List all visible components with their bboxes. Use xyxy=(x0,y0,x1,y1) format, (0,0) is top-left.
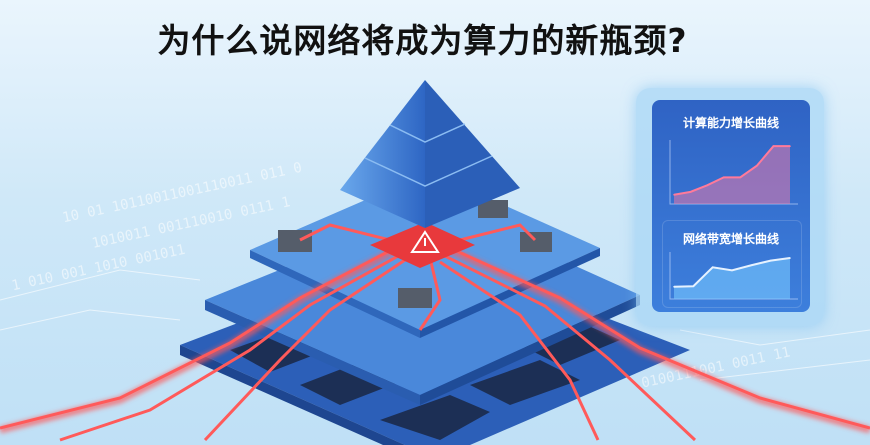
warning-icon xyxy=(410,230,440,253)
chart-point xyxy=(673,285,675,288)
bandwidth-chart-frame xyxy=(662,220,802,308)
chart-point xyxy=(706,184,708,187)
chart-point xyxy=(739,176,742,179)
pyramid xyxy=(340,80,520,228)
chart-panel: 计算能力增长曲线 网络带宽增长曲线 xyxy=(652,100,810,312)
chart-point xyxy=(789,145,791,147)
chart-point xyxy=(789,257,791,259)
top-chips xyxy=(278,200,552,308)
chart-point xyxy=(692,285,695,288)
background-circuit-lines xyxy=(0,269,870,381)
chart-point xyxy=(750,264,753,267)
chart-point xyxy=(731,269,733,272)
chart-point xyxy=(711,266,714,269)
compute-chart-title: 计算能力增长曲线 xyxy=(682,116,779,130)
chart-point xyxy=(689,191,692,193)
page-title: 为什么说网络将成为算力的新瓶颈? xyxy=(157,21,688,60)
compute-chart xyxy=(669,140,798,205)
red-traces xyxy=(0,223,870,442)
bandwidth-chart-title: 网络带宽增长曲线 xyxy=(682,232,779,246)
chart-point xyxy=(772,145,775,147)
chart-point xyxy=(673,193,675,196)
chart-point xyxy=(722,176,725,179)
chart-point xyxy=(756,164,758,167)
chart-point xyxy=(769,259,772,262)
chart-area xyxy=(674,146,790,204)
chart-line xyxy=(673,145,790,196)
chart-area xyxy=(674,258,790,299)
bandwidth-chart xyxy=(669,252,798,300)
warning-chip xyxy=(370,222,475,268)
